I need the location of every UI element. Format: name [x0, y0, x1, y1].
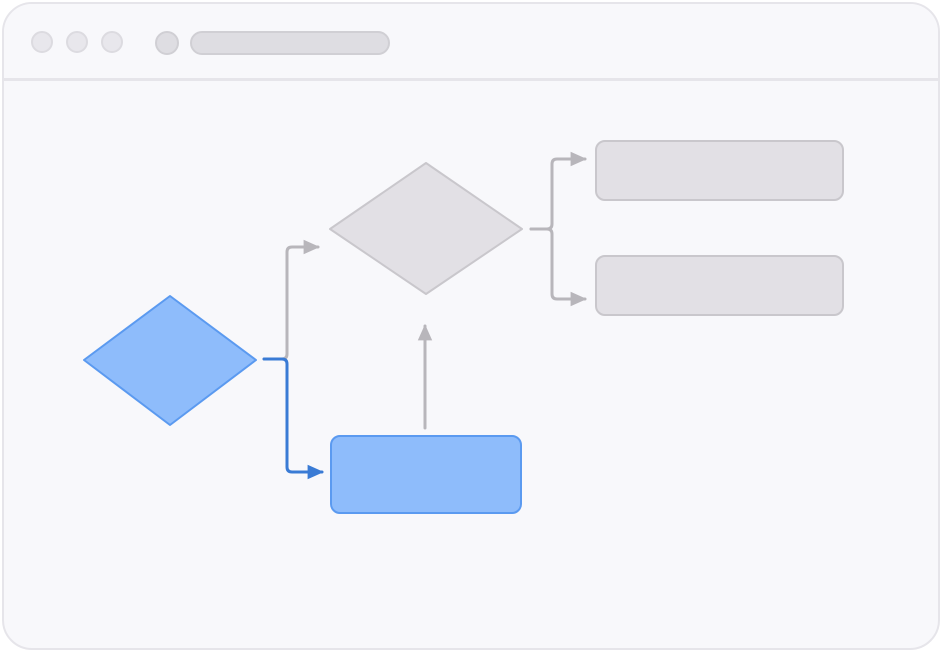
- node-start-decision[interactable]: [83, 295, 257, 426]
- node-branch-decision[interactable]: [329, 162, 523, 295]
- node-outcome-bottom[interactable]: [595, 255, 844, 316]
- node-outcome-top[interactable]: [595, 140, 844, 201]
- address-bar[interactable]: [190, 31, 390, 55]
- close-window-button[interactable]: [31, 31, 53, 53]
- favicon-icon: [155, 31, 179, 55]
- minimize-window-button[interactable]: [66, 31, 88, 53]
- edge-branch-to-outcome-top: [529, 151, 587, 231]
- window-titlebar: [4, 4, 938, 81]
- edge-start-to-process[interactable]: [262, 357, 324, 480]
- edge-start-to-branch: [262, 239, 320, 361]
- maximize-window-button[interactable]: [101, 31, 123, 53]
- node-process-box[interactable]: [330, 435, 522, 514]
- edge-branch-to-outcome-bottom: [529, 227, 587, 307]
